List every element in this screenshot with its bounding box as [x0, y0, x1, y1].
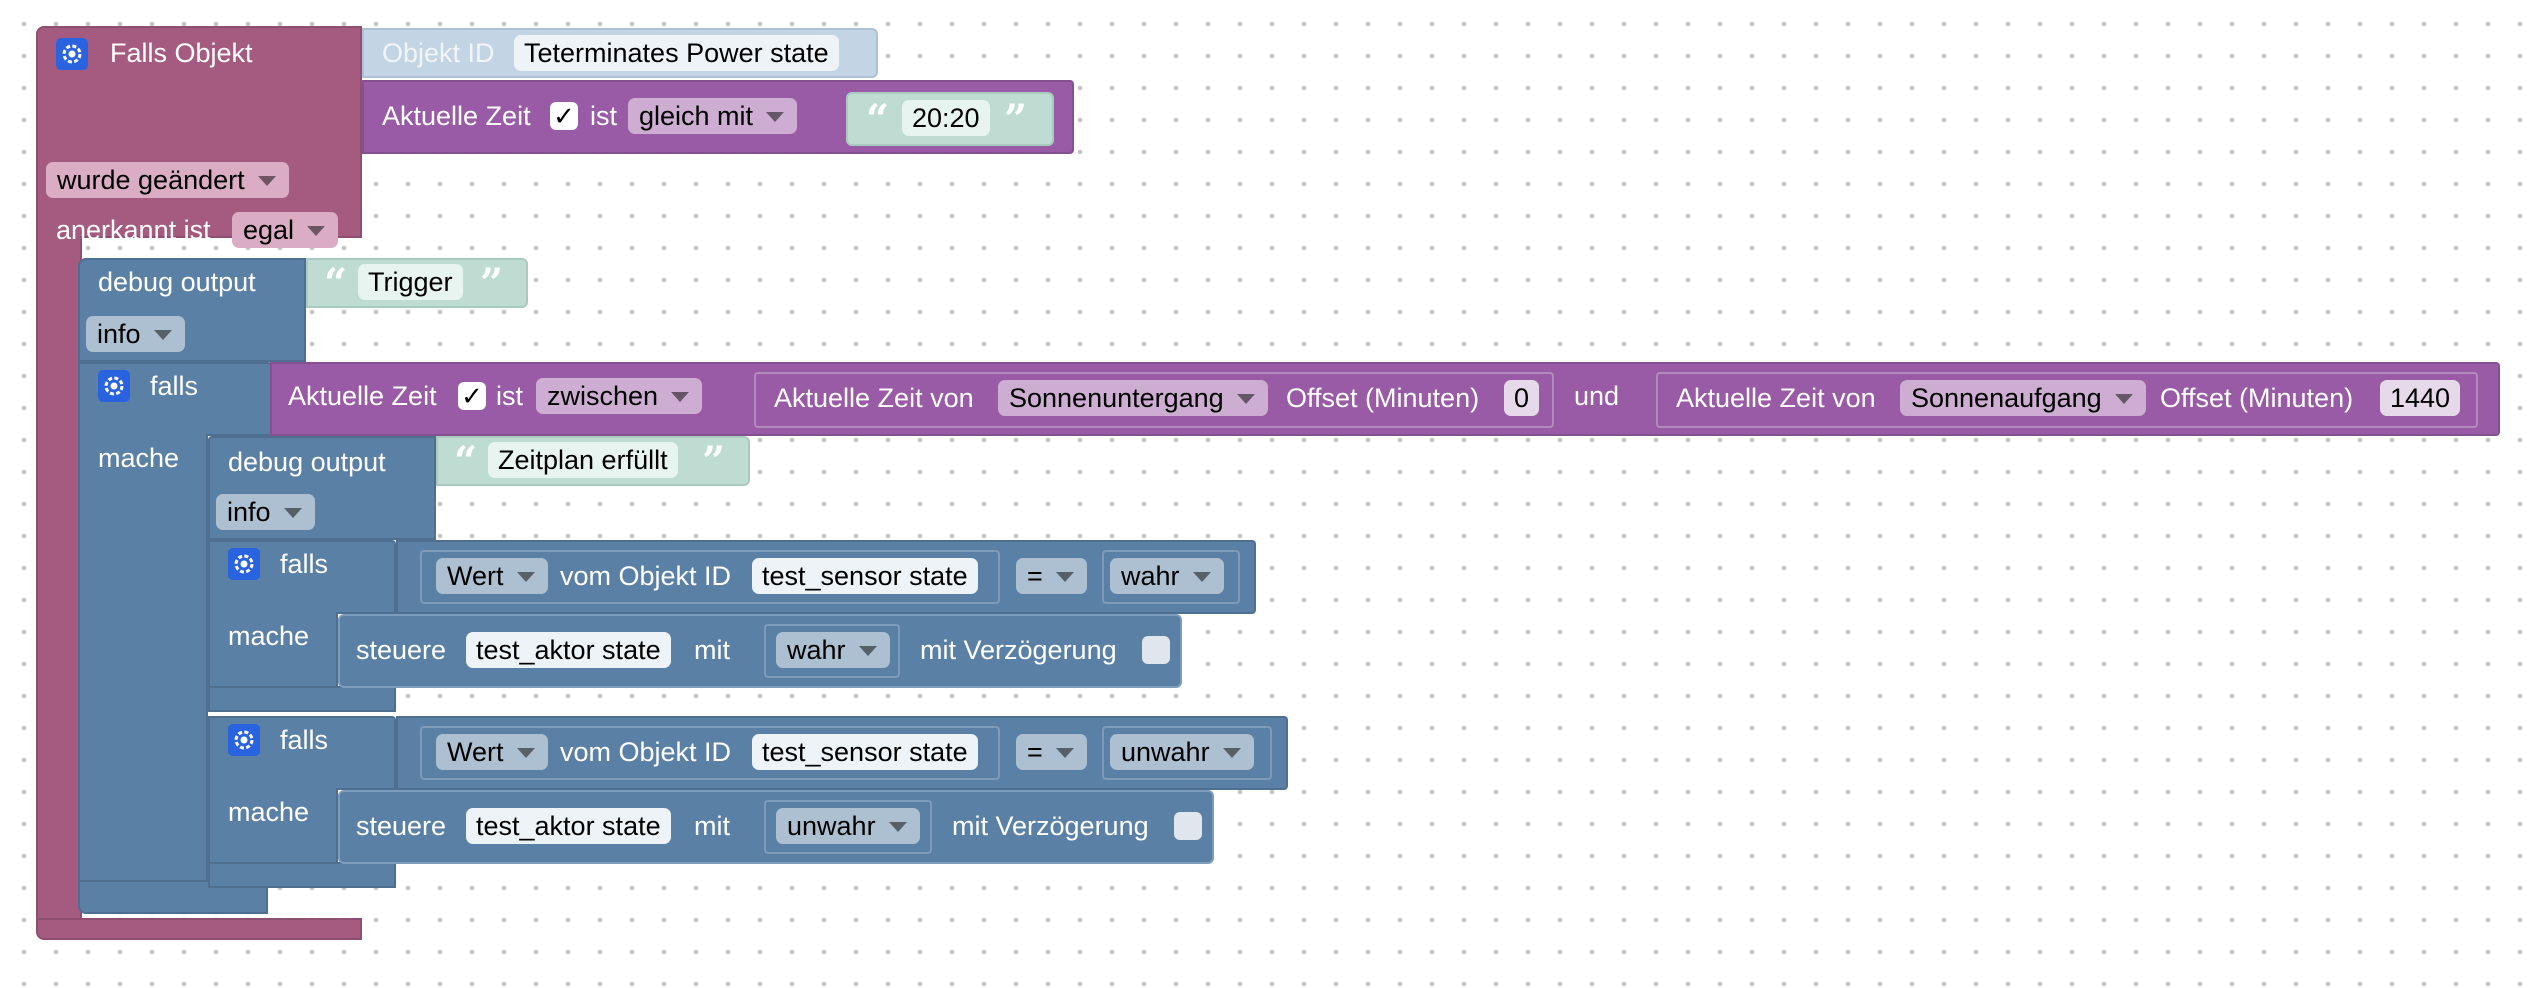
if-falls-label: falls	[280, 549, 329, 579]
settings-gear-icon[interactable]	[56, 38, 88, 70]
sensor-object-field[interactable]: test_sensor state	[752, 558, 978, 594]
time-compare-operator-dropdown[interactable]: gleich mit	[628, 98, 798, 134]
trigger-block[interactable]	[36, 26, 362, 238]
trigger-block-footer	[36, 918, 362, 940]
time-compare-label: Aktuelle Zeit	[382, 101, 531, 131]
ack-label: anerkannt ist	[56, 215, 211, 245]
time-range-checkbox[interactable]: ✓	[458, 382, 486, 410]
debug-output-block[interactable]	[78, 258, 306, 362]
trigger-mode-dropdown[interactable]: wurde geändert	[46, 162, 289, 198]
if-mache-label: mache	[228, 621, 310, 651]
actor-object-field[interactable]: test_aktor state	[466, 632, 671, 668]
delay-label: mit Verzögerung	[920, 635, 1117, 665]
sensor-object-field[interactable]: test_sensor state	[752, 734, 978, 770]
and-label: und	[1574, 381, 1620, 411]
delay-checkbox[interactable]	[1142, 636, 1170, 664]
object-id-label: vom Objekt ID	[560, 561, 732, 591]
debug-output-text-field[interactable]: Zeitplan erfüllt	[488, 442, 678, 478]
sunset-time-label: Aktuelle Zeit von	[774, 383, 974, 413]
settings-gear-icon[interactable]	[228, 724, 260, 756]
compare-value-dropdown[interactable]: wahr	[1110, 558, 1224, 594]
debug-level-dropdown[interactable]: info	[216, 494, 315, 530]
debug-output-label: debug output	[228, 447, 386, 477]
value-type-dropdown[interactable]: Wert	[436, 558, 548, 594]
settings-gear-icon[interactable]	[228, 548, 260, 580]
sunrise-event-dropdown[interactable]: Sonnenaufgang	[1900, 380, 2146, 416]
sunset-offset-field[interactable]: 0	[1504, 380, 1540, 416]
time-range-operator-dropdown[interactable]: zwischen	[536, 378, 703, 414]
if-block-rail	[78, 434, 208, 888]
close-quote-icon: ”	[480, 260, 504, 307]
object-id-field[interactable]: Teterminates Power state	[514, 35, 839, 71]
if-block-rail	[208, 612, 338, 688]
sunrise-offset-field[interactable]: 1440	[2380, 380, 2461, 416]
trigger-title: Falls Objekt	[110, 38, 253, 68]
open-quote-icon: “	[324, 260, 348, 307]
sunset-event-dropdown[interactable]: Sonnenuntergang	[998, 380, 1268, 416]
time-range-is-label: ist	[496, 381, 523, 411]
time-range-label: Aktuelle Zeit	[288, 381, 437, 411]
debug-output-text-field[interactable]: Trigger	[358, 264, 463, 300]
compare-operator-dropdown[interactable]: =	[1016, 734, 1087, 770]
sunrise-offset-label: Offset (Minuten)	[2160, 383, 2354, 413]
time-compare-checkbox[interactable]: ✓	[550, 102, 578, 130]
trigger-block-left-rail	[36, 236, 82, 926]
compare-operator-dropdown[interactable]: =	[1016, 558, 1087, 594]
if-block-footer	[208, 686, 396, 712]
settings-gear-icon[interactable]	[98, 370, 130, 402]
sunrise-time-label: Aktuelle Zeit von	[1676, 383, 1876, 413]
set-state-label: steuere	[356, 811, 447, 841]
if-block-rail	[208, 788, 338, 864]
if-mache-label: mache	[98, 443, 180, 473]
if-falls-label: falls	[150, 371, 199, 401]
if-block-footer	[208, 862, 396, 888]
time-compare-value-field[interactable]: 20:20	[902, 100, 990, 136]
open-quote-icon: “	[866, 96, 890, 143]
ack-dropdown[interactable]: egal	[232, 212, 339, 248]
object-id-label: Objekt ID	[382, 38, 495, 68]
set-value-dropdown[interactable]: unwahr	[776, 808, 920, 844]
object-id-label: vom Objekt ID	[560, 737, 732, 767]
with-label: mit	[694, 635, 730, 665]
with-label: mit	[694, 811, 730, 841]
sunset-offset-label: Offset (Minuten)	[1286, 383, 1480, 413]
close-quote-icon: ”	[1004, 96, 1028, 143]
delay-label: mit Verzögerung	[952, 811, 1149, 841]
set-state-label: steuere	[356, 635, 447, 665]
if-mache-label: mache	[228, 797, 310, 827]
value-type-dropdown[interactable]: Wert	[436, 734, 548, 770]
open-quote-icon: “	[454, 438, 478, 485]
close-quote-icon: ”	[702, 438, 726, 485]
set-value-dropdown[interactable]: wahr	[776, 632, 890, 668]
if-falls-label: falls	[280, 725, 329, 755]
delay-checkbox[interactable]	[1174, 812, 1202, 840]
actor-object-field[interactable]: test_aktor state	[466, 808, 671, 844]
debug-level-dropdown[interactable]: info	[86, 316, 185, 352]
debug-output-label: debug output	[98, 267, 256, 297]
compare-value-dropdown[interactable]: unwahr	[1110, 734, 1254, 770]
time-compare-is-label: ist	[590, 101, 617, 131]
